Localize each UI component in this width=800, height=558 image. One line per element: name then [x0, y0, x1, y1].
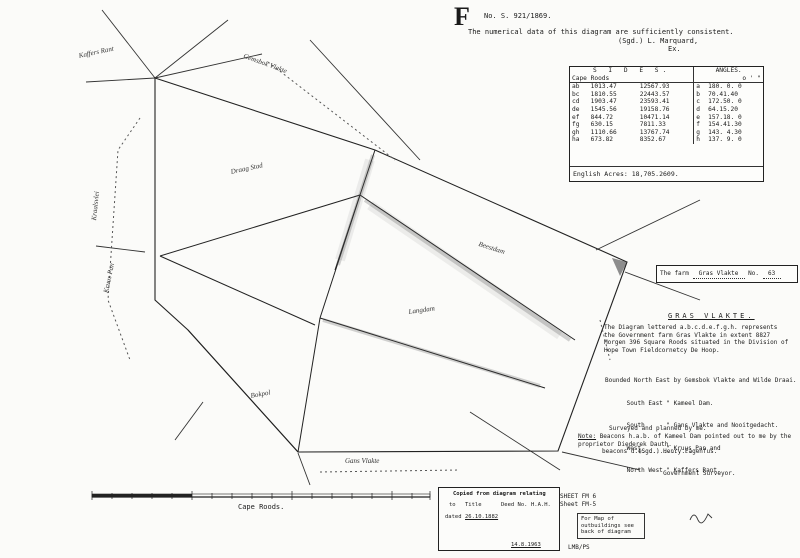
- ref-code: LMB/PS: [568, 544, 590, 551]
- initials: [689, 513, 713, 524]
- internal-line: [159, 194, 361, 257]
- consistency-statement: The numerical data of this diagram are s…: [468, 28, 734, 36]
- farm-name: Gras Vlakte: [692, 270, 745, 279]
- angle-units: o ' ": [706, 74, 763, 84]
- copy-stamp: Copied from diagram relating to Title De…: [438, 487, 560, 551]
- internal-line: [187, 329, 299, 453]
- sg-number: No. S. 921/1869.: [484, 12, 552, 20]
- farm-name-box: The farm Gras Vlakte No. 63: [656, 265, 798, 283]
- unit-label: Cape Roods: [570, 74, 638, 84]
- label-gans-vlakte: Gans Vlakte: [345, 457, 380, 465]
- boundary-line: [297, 452, 311, 486]
- internal-line: [159, 255, 316, 326]
- note-label: Note:: [578, 433, 597, 440]
- boundary-line: [154, 19, 229, 79]
- note-text: Beacons h.a.b. of Kameel Dam pointed out…: [578, 433, 792, 448]
- note-block: Note: Beacons h.a.b. of Kameel Dam point…: [578, 433, 793, 456]
- boundary-line: [624, 271, 701, 301]
- farm-boundary: [154, 77, 628, 453]
- table-row: cd 1903.47 23593.41 c 172.50. 0: [572, 98, 742, 106]
- note-text-2: beacons d.e. ............: [602, 448, 693, 455]
- table-row: ef 844.72 10471.14 e 157.18. 0: [572, 113, 742, 122]
- stamp-title: Copied from diagram relating: [453, 491, 546, 497]
- diagram-title: GRAS VLAKTE.: [668, 312, 755, 320]
- boundary-line: [85, 77, 156, 83]
- table-row: ha 673.82 8352.67 h 137. 9. 0: [572, 136, 742, 144]
- farm-number: 63: [762, 270, 781, 279]
- road-line: [107, 117, 141, 361]
- table-row: fg 630.15 7811.33 f 154.41.30: [572, 121, 742, 129]
- sides-title: S I D E S.: [592, 67, 671, 74]
- road-line: [319, 469, 461, 473]
- table-row: gh 1110.66 13767.74 g 143. 4.30: [572, 128, 742, 137]
- table-row: de 1545.56 19158.76 d 64.15.20: [572, 105, 738, 114]
- boundary-line: [174, 401, 204, 441]
- outbuildings-stamp: For Map of outbuildings see back of diag…: [577, 513, 645, 539]
- examiner-signature: (Sgd.) L. Marquard,: [618, 37, 699, 45]
- stamp-sign-date: 14.8.1963: [511, 542, 541, 548]
- farm-no-label: No.: [748, 270, 759, 277]
- scale-label: Cape Roods.: [238, 503, 285, 511]
- sides-angles-table: S I D E S. ANGLES. Cape Roods o ' " ab 1…: [569, 66, 764, 182]
- sheet-ref-2: Sheet FM-5: [560, 501, 597, 508]
- boundary-line: [154, 53, 263, 79]
- stamp-date: 26.10.1882: [465, 514, 499, 520]
- diagram-letter: F: [454, 2, 470, 31]
- table-row: bc 1810.55 22443.57 b 70.41.40: [572, 90, 738, 99]
- examiner-title: Ex.: [668, 45, 681, 53]
- farm-prefix: The farm: [660, 270, 689, 277]
- internal-line: [319, 194, 361, 319]
- sheet-ref-1: SHEET FM 6: [560, 493, 597, 500]
- internal-line: [297, 317, 321, 453]
- boundary-line: [309, 39, 421, 161]
- boundary-line: [469, 411, 561, 471]
- beacon-marker: [612, 258, 627, 276]
- road-line: [599, 319, 611, 361]
- boundaries-list: Bounded North East by Gemsbok Vlakte and…: [605, 377, 797, 474]
- internal-line: [319, 317, 546, 389]
- boundary-line: [101, 9, 156, 79]
- boundary-line: [561, 451, 641, 471]
- internal-line: [359, 194, 576, 341]
- area-total: English Acres: 18,705.2609.: [570, 166, 763, 181]
- table-row: ab 1013.47 12567.93 a 180. 0. 0: [572, 82, 742, 91]
- boundary-line: [95, 245, 146, 253]
- angles-title: ANGLES.: [693, 67, 763, 75]
- description-paragraph: The Diagram lettered a.b.c.d.e.f.g.h. re…: [604, 324, 789, 354]
- surveyor-block: Surveyed and planned by me. (Sgd.) Henry…: [609, 425, 736, 477]
- boundary-line: [595, 199, 701, 251]
- road-line: [267, 61, 396, 161]
- scale-bar: [91, 491, 431, 500]
